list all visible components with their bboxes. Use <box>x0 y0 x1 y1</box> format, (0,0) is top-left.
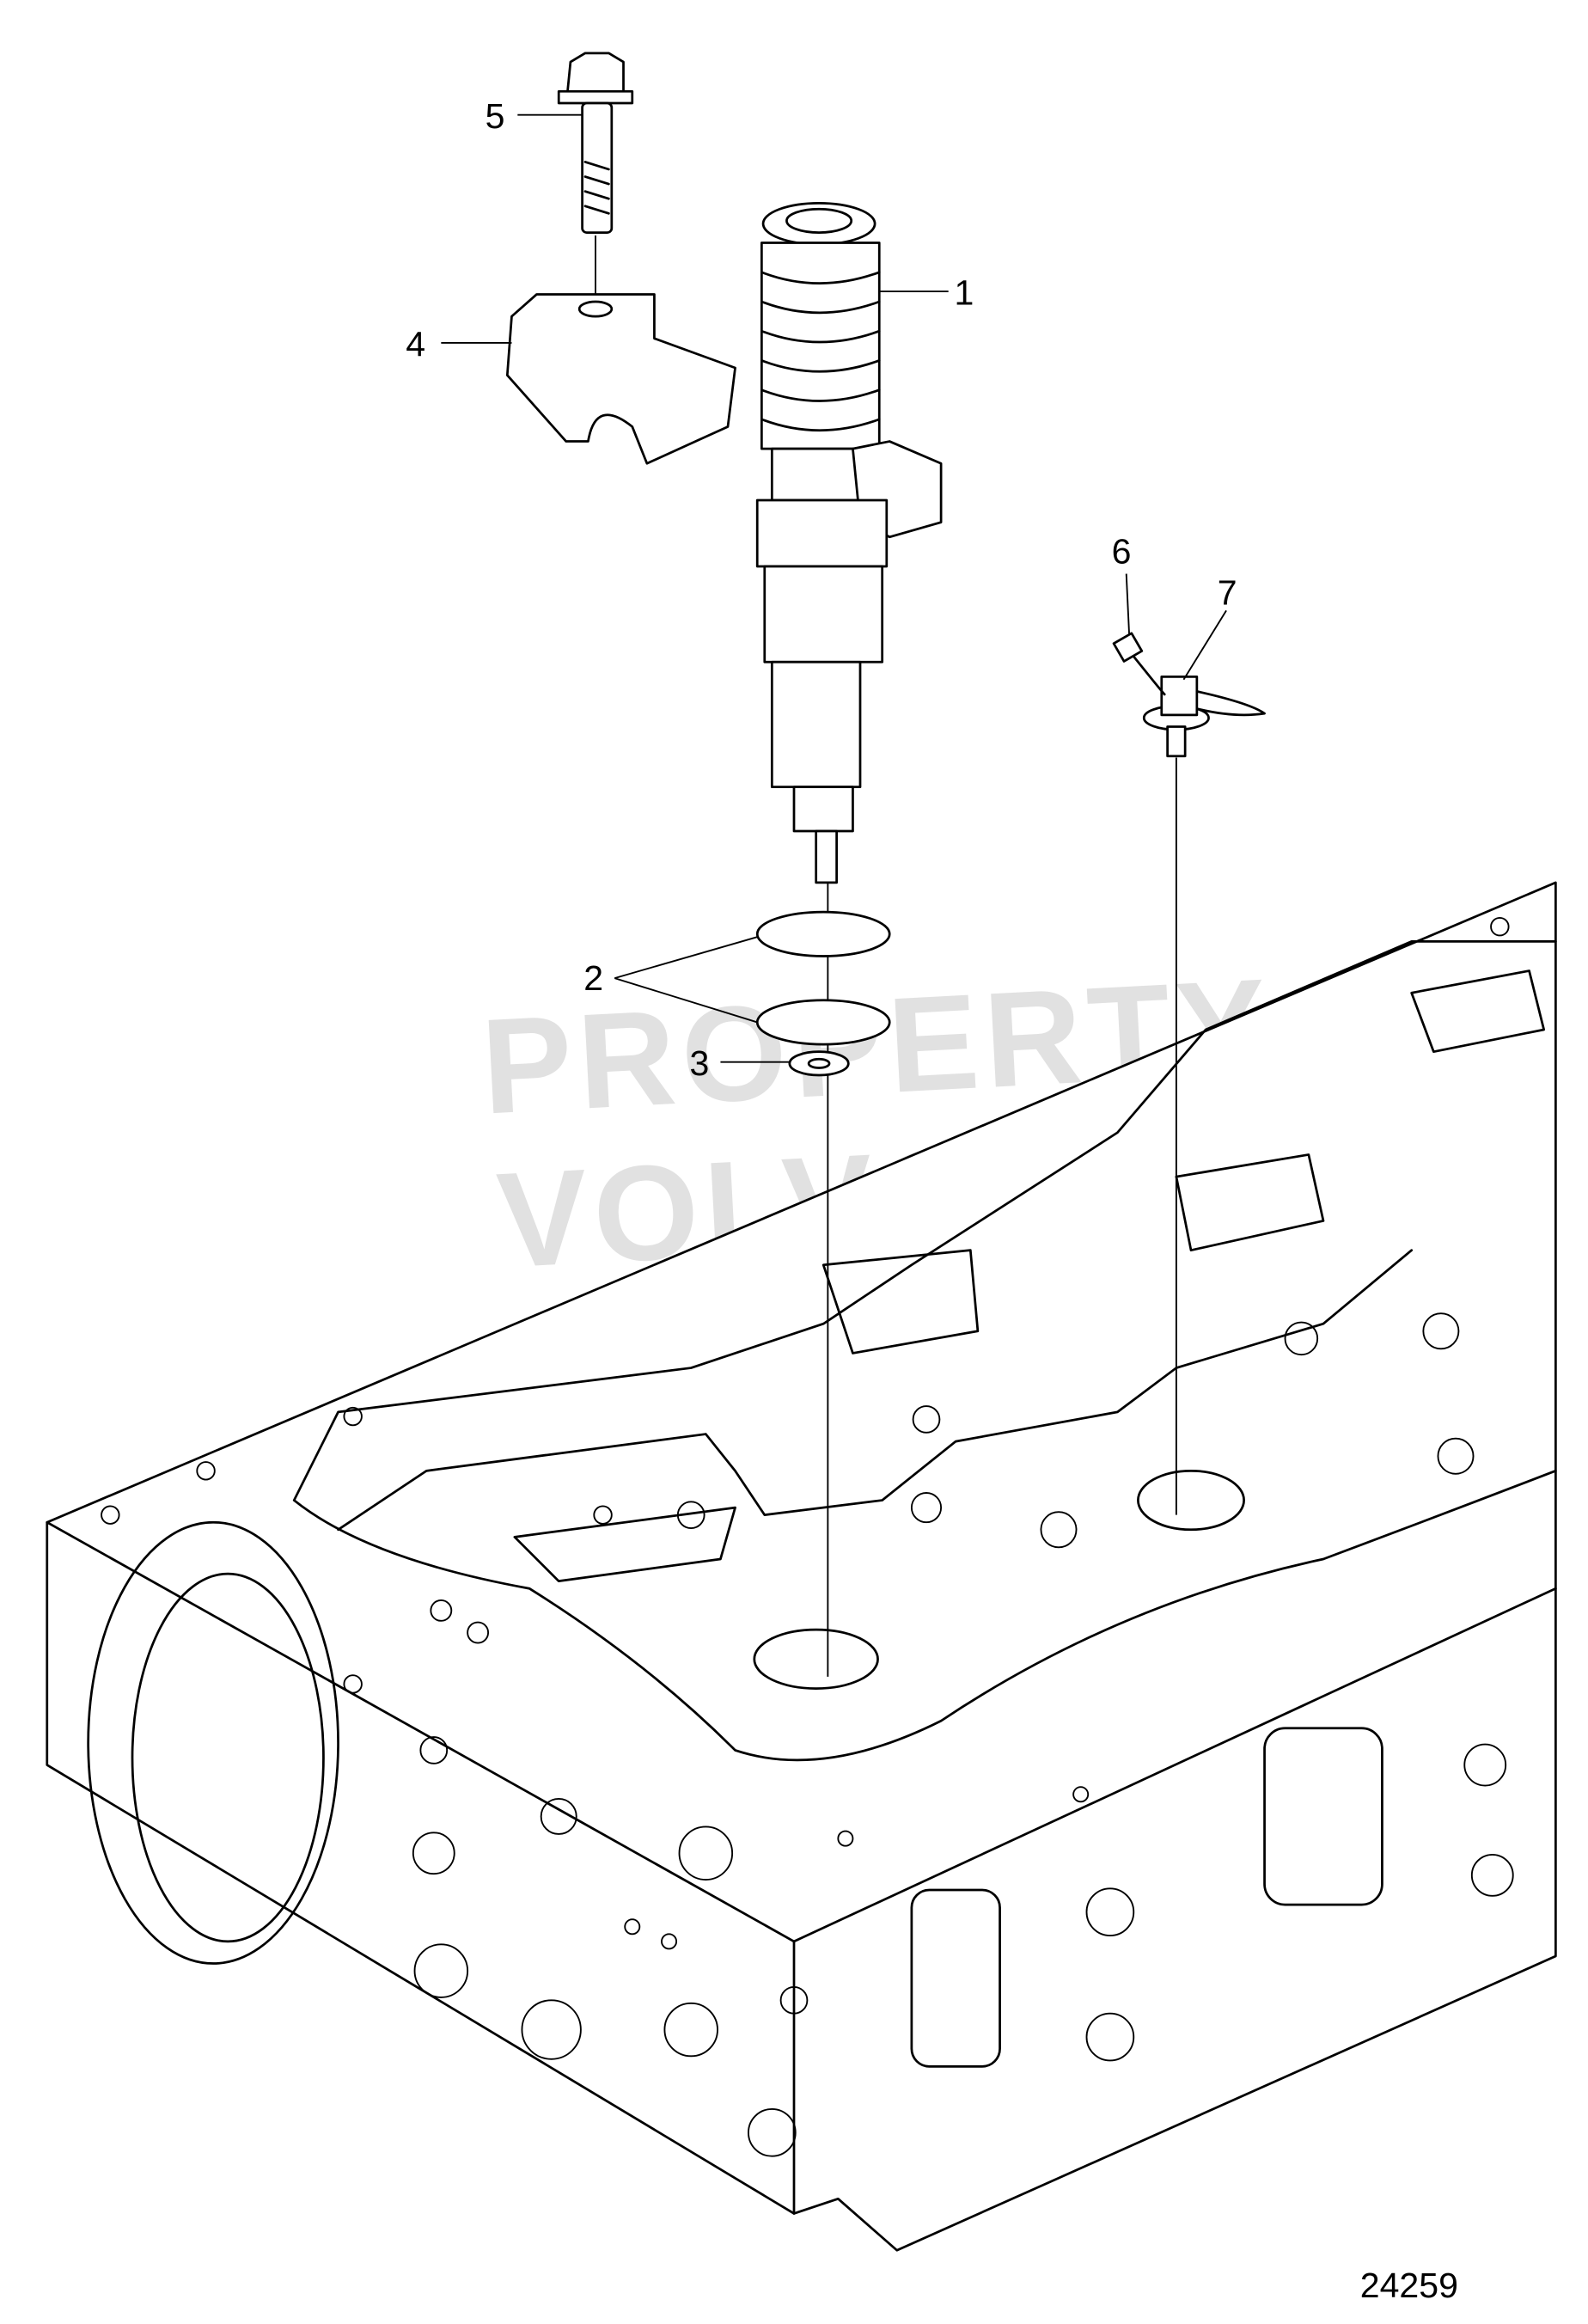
callout-5: 5 <box>486 96 505 136</box>
washer <box>788 1050 850 1077</box>
callout-3: 3 <box>690 1043 710 1083</box>
sensor <box>1112 632 1266 758</box>
leader-lines <box>441 113 1227 1063</box>
clamp <box>505 293 736 465</box>
cylinder-head <box>46 881 1557 2252</box>
callout-7: 7 <box>1218 572 1237 612</box>
bolt <box>557 52 634 234</box>
injector <box>755 201 943 884</box>
callout-4: 4 <box>406 324 425 364</box>
block-holes <box>101 917 1514 2157</box>
callout-6: 6 <box>1112 532 1132 572</box>
callout-2: 2 <box>583 958 603 998</box>
figure-number: 24259 <box>1360 2266 1458 2305</box>
callout-1: 1 <box>955 272 974 312</box>
